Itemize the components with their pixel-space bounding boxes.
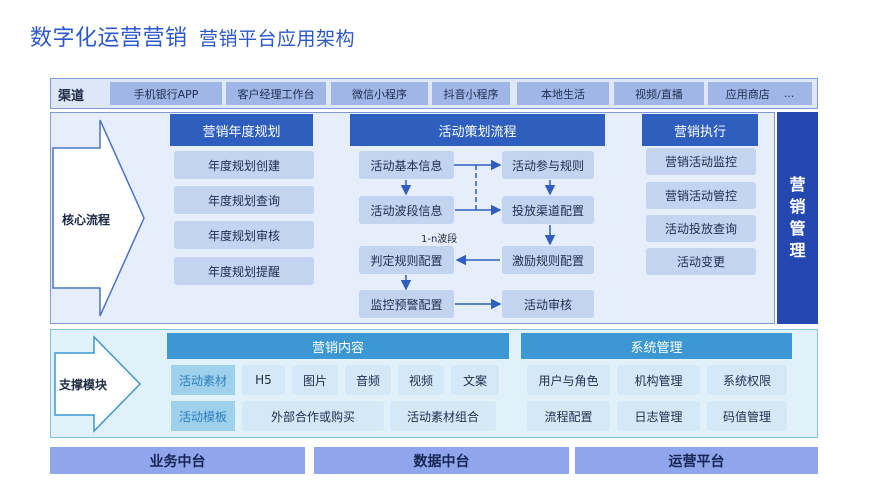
channel-label: 渠道 — [58, 89, 85, 104]
sys-log-management[interactable]: 日志管理 — [617, 401, 700, 431]
flow-incentive-rules[interactable]: 激励规则配置 — [502, 246, 594, 274]
channel-item-app-store-label: 应用商店 — [725, 87, 770, 101]
marketing-content-header: 营销内容 — [167, 333, 509, 359]
material-image[interactable]: 图片 — [292, 365, 338, 395]
support-arrow-shape — [54, 335, 142, 433]
sys-permission[interactable]: 系统权限 — [707, 365, 787, 395]
channel-item-manager-workbench[interactable]: 客户经理工作台 — [226, 82, 326, 105]
channel-item-video-live[interactable]: 视频/直播 — [614, 82, 704, 105]
flow-alert-config[interactable]: 监控预警配置 — [359, 290, 454, 318]
material-h5[interactable]: H5 — [242, 365, 285, 395]
annual-plan-create[interactable]: 年度规划创建 — [174, 151, 314, 179]
campaign-flow-header: 活动策划流程 — [350, 114, 605, 146]
template-material-combination[interactable]: 活动素材组合 — [390, 401, 496, 431]
annual-plan-reminder[interactable]: 年度规划提醒 — [174, 257, 314, 285]
platform-operations[interactable]: 运营平台 — [575, 447, 818, 474]
execution-monitor[interactable]: 营销活动监控 — [646, 148, 756, 175]
core-process-label: 核心流程 — [62, 213, 111, 227]
execution-control[interactable]: 营销活动管控 — [646, 182, 756, 209]
core-arrow-shape — [52, 119, 145, 317]
sys-user-role[interactable]: 用户与角色 — [527, 365, 610, 395]
flow-participation-rules[interactable]: 活动参与规则 — [502, 151, 594, 179]
system-management-header: 系统管理 — [521, 333, 792, 359]
wave-range-note: 1-n波段 — [421, 234, 458, 245]
flow-basic-info[interactable]: 活动基本信息 — [359, 151, 454, 179]
template-external-purchase[interactable]: 外部合作或购买 — [242, 401, 384, 431]
annual-plan-query[interactable]: 年度规划查询 — [174, 186, 314, 214]
annual-plan-header: 营销年度规划 — [170, 114, 313, 146]
platform-data[interactable]: 数据中台 — [314, 447, 569, 474]
channel-item-douyin-mini[interactable]: 抖音小程序 — [432, 82, 510, 105]
channel-more: ... — [783, 87, 795, 100]
marketing-management-panel: 营销管理 — [777, 112, 818, 324]
material-copywriting[interactable]: 文案 — [451, 365, 499, 395]
sys-org-management[interactable]: 机构管理 — [617, 365, 700, 395]
flow-channel-config[interactable]: 投放渠道配置 — [502, 196, 594, 224]
sys-code-value[interactable]: 码值管理 — [707, 401, 787, 431]
execution-change[interactable]: 活动变更 — [646, 248, 756, 275]
template-label: 活动模板 — [171, 401, 235, 431]
channel-item-app-store[interactable]: 应用商店 ... — [708, 82, 812, 105]
material-video[interactable]: 视频 — [398, 365, 444, 395]
campaign-flow-connectors — [400, 159, 556, 310]
sys-process-config[interactable]: 流程配置 — [527, 401, 610, 431]
channel-item-local-life[interactable]: 本地生活 — [517, 82, 609, 105]
marketing-management-label: 营销管理 — [789, 175, 806, 260]
channel-item-mobile-banking[interactable]: 手机银行APP — [110, 82, 222, 105]
title-sub: 营销平台应用架构 — [199, 28, 356, 50]
title-main: 数字化运营营销 — [30, 26, 188, 51]
support-module-label: 支撑模块 — [59, 378, 108, 392]
material-audio[interactable]: 音频 — [345, 365, 391, 395]
execution-header: 营销执行 — [642, 114, 758, 146]
material-label: 活动素材 — [171, 365, 235, 395]
flow-wave-info[interactable]: 活动波段信息 — [359, 196, 454, 224]
execution-delivery-query[interactable]: 活动投放查询 — [646, 215, 756, 242]
flow-review[interactable]: 活动审核 — [502, 290, 594, 318]
platform-business[interactable]: 业务中台 — [50, 447, 305, 474]
channel-item-wechat-mini[interactable]: 微信小程序 — [331, 82, 428, 105]
flow-judgment-rules[interactable]: 判定规则配置 — [359, 246, 454, 274]
annual-plan-review[interactable]: 年度规划审核 — [174, 221, 314, 249]
page-title: 数字化运营营销 营销平台应用架构 — [30, 20, 355, 52]
